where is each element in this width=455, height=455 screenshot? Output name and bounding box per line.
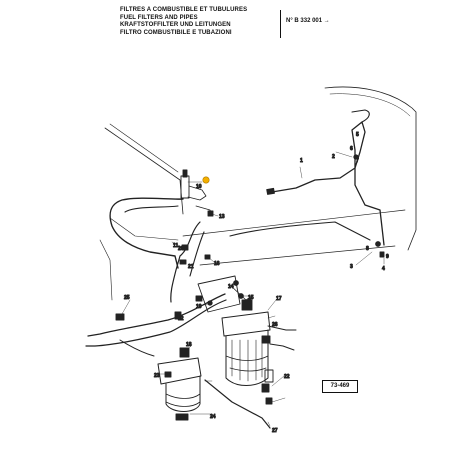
callout-1: 1 [300,158,303,164]
callout-19: 19 [196,304,202,310]
tap-fitting [187,185,207,201]
callout-3: 3 [350,264,353,270]
bleed-pipe [229,221,371,241]
callout-21: 21 [188,264,194,270]
dash-panel-outline-2 [109,123,179,173]
dash-panel-lower [109,217,179,241]
callout-23: 23 [154,373,160,379]
drain-pipe [204,379,271,429]
callout-11: 11 [173,243,179,249]
filter-outlet-pipe [267,325,297,351]
callout-13: 13 [219,214,225,220]
fitting-13 [207,210,214,217]
header-divider [280,10,281,38]
tank-tap-body [180,175,190,199]
fuel-pipe-right-2 [351,109,370,123]
title-it: FILTRO COMBUSTIBILE E TUBAZIONI [120,29,232,36]
callout-25: 25 [124,295,130,301]
clip-23 [164,371,172,378]
leader-lines [121,151,385,427]
fitting-12 [174,311,182,320]
figure-number: 73-469 [322,380,358,393]
serial-reference: N° B 332 001 → [286,18,330,24]
end-fitting-9 [379,251,385,258]
header-titles: FILTRES A COMBUSTIBLE ET TUBULURES FUEL … [120,7,247,37]
clip-21 [179,259,187,265]
title-en: FUEL FILTERS AND PIPES [120,14,198,21]
fitting-drain [265,397,273,405]
bolt-15 [238,293,244,299]
union-nut-8 [375,241,381,247]
callout-17: 17 [276,296,282,302]
callout-18: 18 [186,342,192,348]
engine-edge-lower [199,245,396,266]
fuel-pipe-right [271,121,385,246]
callout-10: 10 [196,184,202,190]
clip-25 [115,313,125,321]
tank-tap-knob [182,169,188,178]
callout-5: 5 [356,132,359,138]
callout-4: 4 [382,266,385,272]
callout-12: 12 [178,316,184,322]
callout-7: 7 [356,158,359,164]
dash-panel-outline [104,127,184,215]
callout-8: 8 [366,246,369,252]
callout-labels: 1 2 3 4 5 6 7 8 9 10 11 12 13 14 15 16 1… [124,132,390,435]
supply-pipe-left-2 [124,205,179,213]
clip-16 [204,254,211,260]
callout-9: 9 [386,254,389,260]
union-nut-6 [353,154,359,160]
callout-16: 16 [214,261,220,267]
supply-pipe-left [109,197,184,269]
callout-22: 22 [284,374,290,380]
bolt-19 [207,300,213,306]
lower-pipe-1 [87,293,226,337]
hood-outline [324,86,417,251]
lower-pipe-3 [119,339,155,357]
filter-bracket [197,275,241,313]
hood-inner [329,93,411,117]
return-pipe [170,221,201,303]
banjo-fitting [266,187,275,195]
callout-14: 14 [228,284,234,290]
callout-26: 26 [272,322,278,328]
callout-15: 15 [248,295,254,301]
title-fr: FILTRES A COMBUSTIBLE ET TUBULURES [120,7,248,13]
title-de: KRAFTSTOFFILTER UND LEITUNGEN [120,22,231,29]
callout-2: 2 [332,154,335,160]
callout-27: 27 [272,428,278,434]
fitting-18 [195,295,203,302]
return-pipe-2 [189,231,205,277]
clip-20 [181,244,189,251]
highlight-marker [202,176,210,184]
callout-6: 6 [350,146,353,152]
engine-edge-upper [182,209,406,237]
dash-panel-side [99,239,113,301]
callout-24: 24 [210,414,216,420]
main-fuel-filter [221,299,274,386]
bolt-14 [233,280,239,286]
fitting-22-26 [261,383,270,393]
callout-20: 20 [178,246,184,252]
secondary-fuel-filter [157,347,202,421]
